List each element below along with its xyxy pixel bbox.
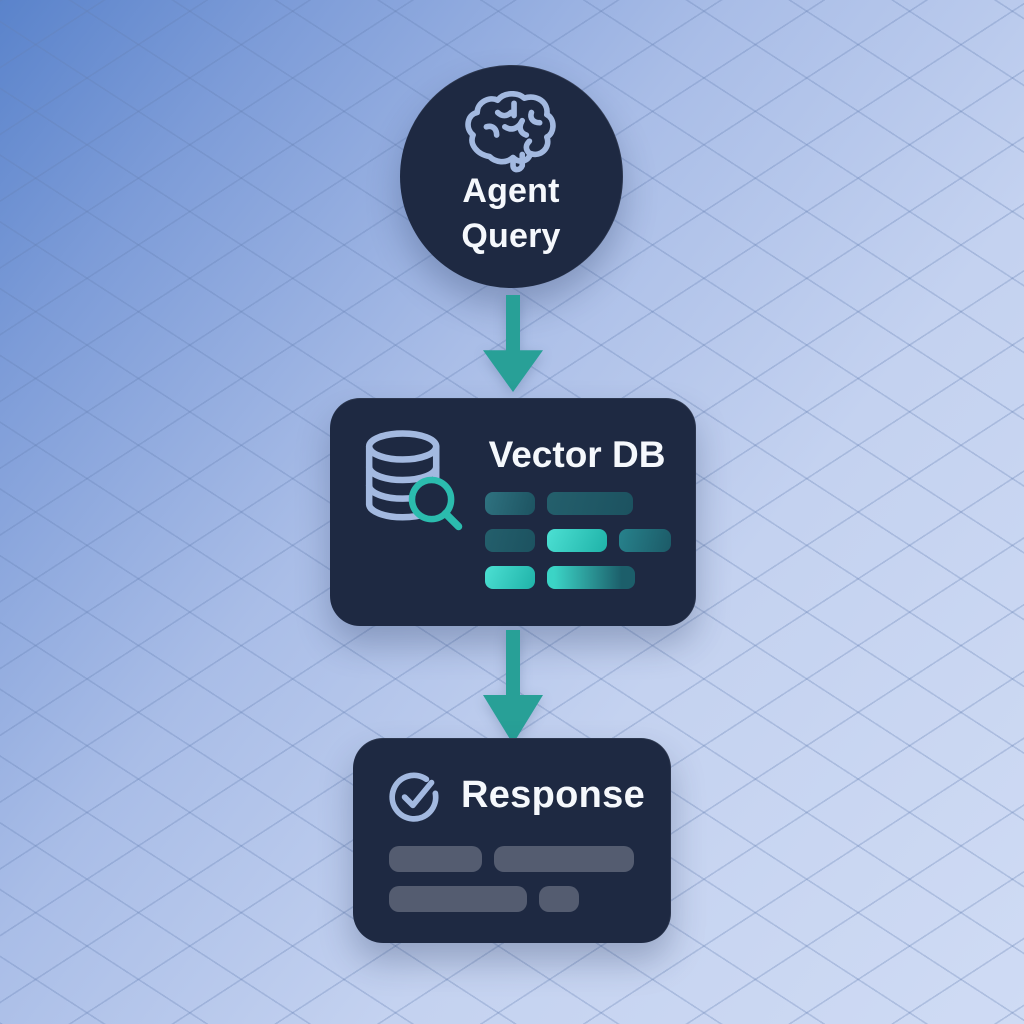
response-data-chip bbox=[539, 886, 579, 912]
chip-row bbox=[389, 846, 634, 872]
vector-data-chip bbox=[619, 529, 671, 552]
vector-data-chip bbox=[547, 566, 635, 589]
vector-data-chip bbox=[485, 492, 535, 515]
response-data-chip bbox=[389, 886, 527, 912]
response-label: Response bbox=[461, 773, 646, 816]
database-search-icon bbox=[365, 430, 463, 531]
response-chips bbox=[389, 846, 634, 912]
chip-row bbox=[389, 886, 634, 912]
node-agent-query: Agent Query bbox=[400, 65, 623, 288]
node-response: Response bbox=[353, 738, 671, 943]
vector-db-label: Vector DB bbox=[488, 434, 666, 475]
vector-db-chips bbox=[485, 492, 671, 589]
chip-row bbox=[485, 566, 671, 589]
vector-data-chip bbox=[485, 566, 535, 589]
chip-row bbox=[485, 529, 671, 552]
vector-data-chip bbox=[485, 529, 535, 552]
node-vector-db: Vector DB bbox=[330, 398, 696, 626]
arrow-down-icon bbox=[483, 630, 543, 744]
response-data-chip bbox=[494, 846, 634, 872]
check-circle-icon bbox=[389, 772, 439, 822]
response-header: Response bbox=[387, 766, 645, 824]
agent-query-label: Agent Query bbox=[461, 172, 561, 255]
vector-data-chip bbox=[547, 529, 607, 552]
brain-icon bbox=[465, 91, 556, 173]
arrow-down-icon bbox=[483, 295, 543, 392]
vector-data-chip bbox=[547, 492, 633, 515]
response-data-chip bbox=[389, 846, 482, 872]
chip-row bbox=[485, 492, 671, 515]
